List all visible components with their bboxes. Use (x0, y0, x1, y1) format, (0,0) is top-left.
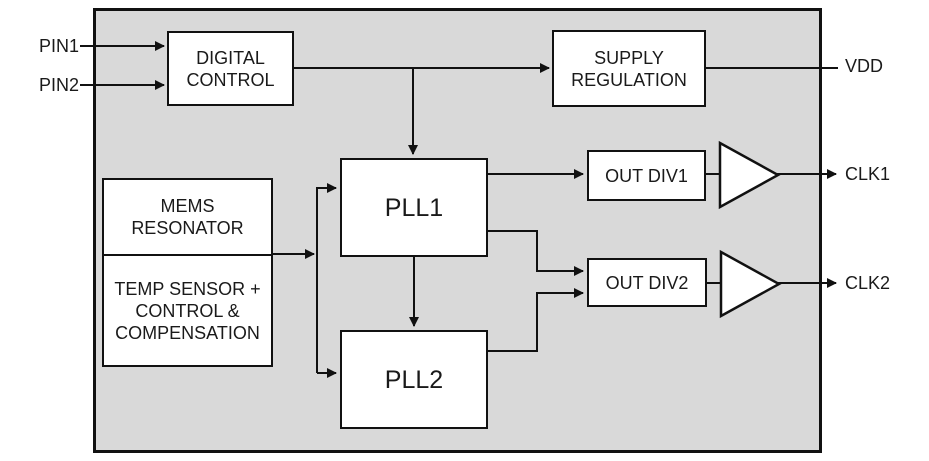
block-label: CONTROL & (135, 300, 240, 321)
block-label: OUT DIV1 (605, 165, 688, 186)
block-label: PLL2 (384, 365, 444, 394)
clk2-label: CLK2 (845, 273, 891, 293)
block-label: OUT DIV2 (605, 272, 689, 293)
block-pll1: PLL1 (340, 158, 488, 257)
block-label: COMPENSATION (115, 322, 260, 343)
block-label: TEMP SENSOR + (114, 278, 261, 299)
block-out-div2: OUT DIV2 (587, 258, 707, 307)
block-label: RESONATOR (131, 218, 244, 238)
block-label: PLL1 (384, 193, 444, 222)
vdd-label: VDD (845, 56, 884, 76)
pin2-label: PIN2 (38, 75, 79, 95)
block-label: REGULATION (571, 69, 687, 90)
clk1-label: CLK1 (845, 164, 891, 184)
compartment-temp-sensor: TEMP SENSOR + CONTROL & COMPENSATION (104, 254, 271, 365)
block-label: DIGITAL (196, 47, 265, 68)
block-label: MEMS (160, 196, 215, 216)
block-mems-resonator-temp: MEMS RESONATOR TEMP SENSOR + CONTROL & C… (102, 178, 273, 367)
block-out-div1: OUT DIV1 (587, 150, 706, 201)
block-pll2: PLL2 (340, 330, 488, 429)
block-supply-regulation: SUPPLY REGULATION (552, 30, 706, 107)
pin1-label: PIN1 (38, 36, 79, 56)
block-label: CONTROL (186, 69, 275, 90)
compartment-mems-resonator: MEMS RESONATOR (104, 180, 271, 254)
block-label: SUPPLY (594, 47, 664, 68)
block-digital-control: DIGITAL CONTROL (167, 31, 294, 106)
